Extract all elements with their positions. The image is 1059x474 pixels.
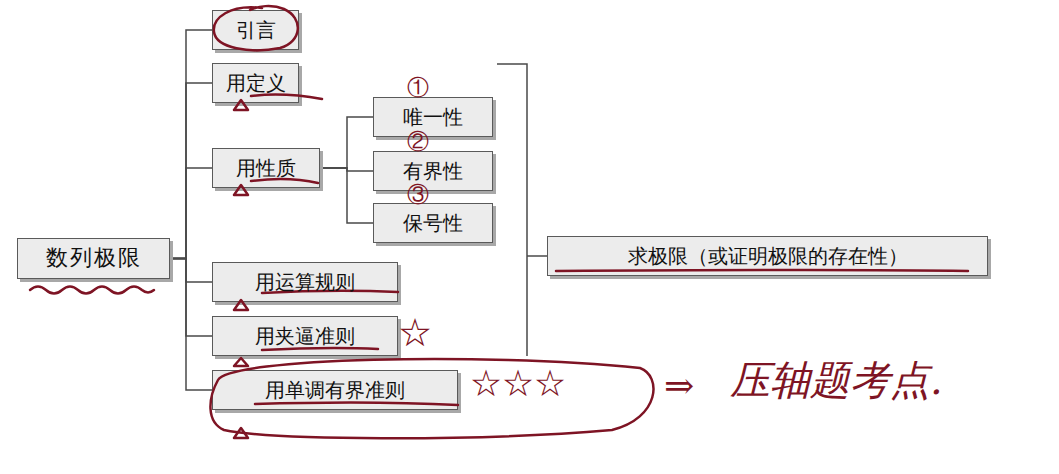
- tree-connector: [170, 30, 212, 259]
- callout-number: ③: [407, 182, 429, 207]
- box-text: 用夹逼准则: [255, 324, 355, 348]
- label-holder: ③: [407, 183, 429, 207]
- tree-connector: [170, 259, 212, 337]
- hand-triangle: [234, 428, 248, 438]
- topic-box: 用性质: [212, 148, 320, 188]
- hand-note: 压轴题考点.: [730, 357, 943, 403]
- callout-number: ②: [407, 129, 429, 154]
- topic-box: 用运算规则: [212, 262, 398, 302]
- topic-box: 有界性: [373, 151, 493, 191]
- tree-connector: [170, 259, 212, 391]
- tree-connector: [170, 168, 212, 259]
- topic-box: 用定义: [212, 63, 299, 103]
- hand-note: ⇒: [664, 365, 694, 406]
- tree-connector: [170, 259, 212, 283]
- topic-box: 保号性: [373, 203, 493, 243]
- tree-connector: [170, 83, 212, 259]
- group-bracket: [497, 64, 527, 356]
- bracket-link: [527, 255, 547, 257]
- box-text: 数列极限: [46, 245, 142, 271]
- topic-box: 用单调有界准则: [212, 370, 458, 410]
- label-holder: ⇒: [664, 366, 694, 406]
- hand-loop: [210, 359, 653, 438]
- label-holder: ☆☆☆: [470, 366, 566, 401]
- label-holder: ①: [407, 76, 429, 100]
- box-text: 有界性: [403, 159, 463, 183]
- box-text: 用单调有界准则: [265, 378, 405, 402]
- label-holder: ☆: [398, 314, 432, 351]
- topic-box: 引言: [212, 10, 299, 50]
- star-mark: ☆☆☆: [470, 364, 566, 402]
- box-text: 引言: [236, 18, 276, 42]
- topic-box: 唯一性: [373, 97, 493, 137]
- star-mark: ☆: [398, 312, 432, 352]
- label-holder: ②: [407, 130, 429, 154]
- result-box: 求极限（或证明极限的存在性）: [547, 236, 988, 276]
- box-text: 用性质: [236, 156, 296, 180]
- hand-triangle: [234, 358, 248, 366]
- box-text: 用定义: [226, 71, 286, 95]
- box-text: 唯一性: [403, 105, 463, 129]
- box-text: 求极限（或证明极限的存在性）: [628, 244, 908, 268]
- tree-connector: [320, 117, 373, 168]
- callout-number: ①: [407, 75, 429, 100]
- tree-connector: [320, 168, 373, 223]
- box-text: 保号性: [403, 211, 463, 235]
- hand-squiggle: [30, 287, 154, 294]
- topic-box: 用夹逼准则: [212, 316, 398, 356]
- root-box: 数列极限: [17, 238, 170, 279]
- label-holder: 压轴题考点.: [730, 358, 943, 402]
- box-text: 用运算规则: [255, 270, 355, 294]
